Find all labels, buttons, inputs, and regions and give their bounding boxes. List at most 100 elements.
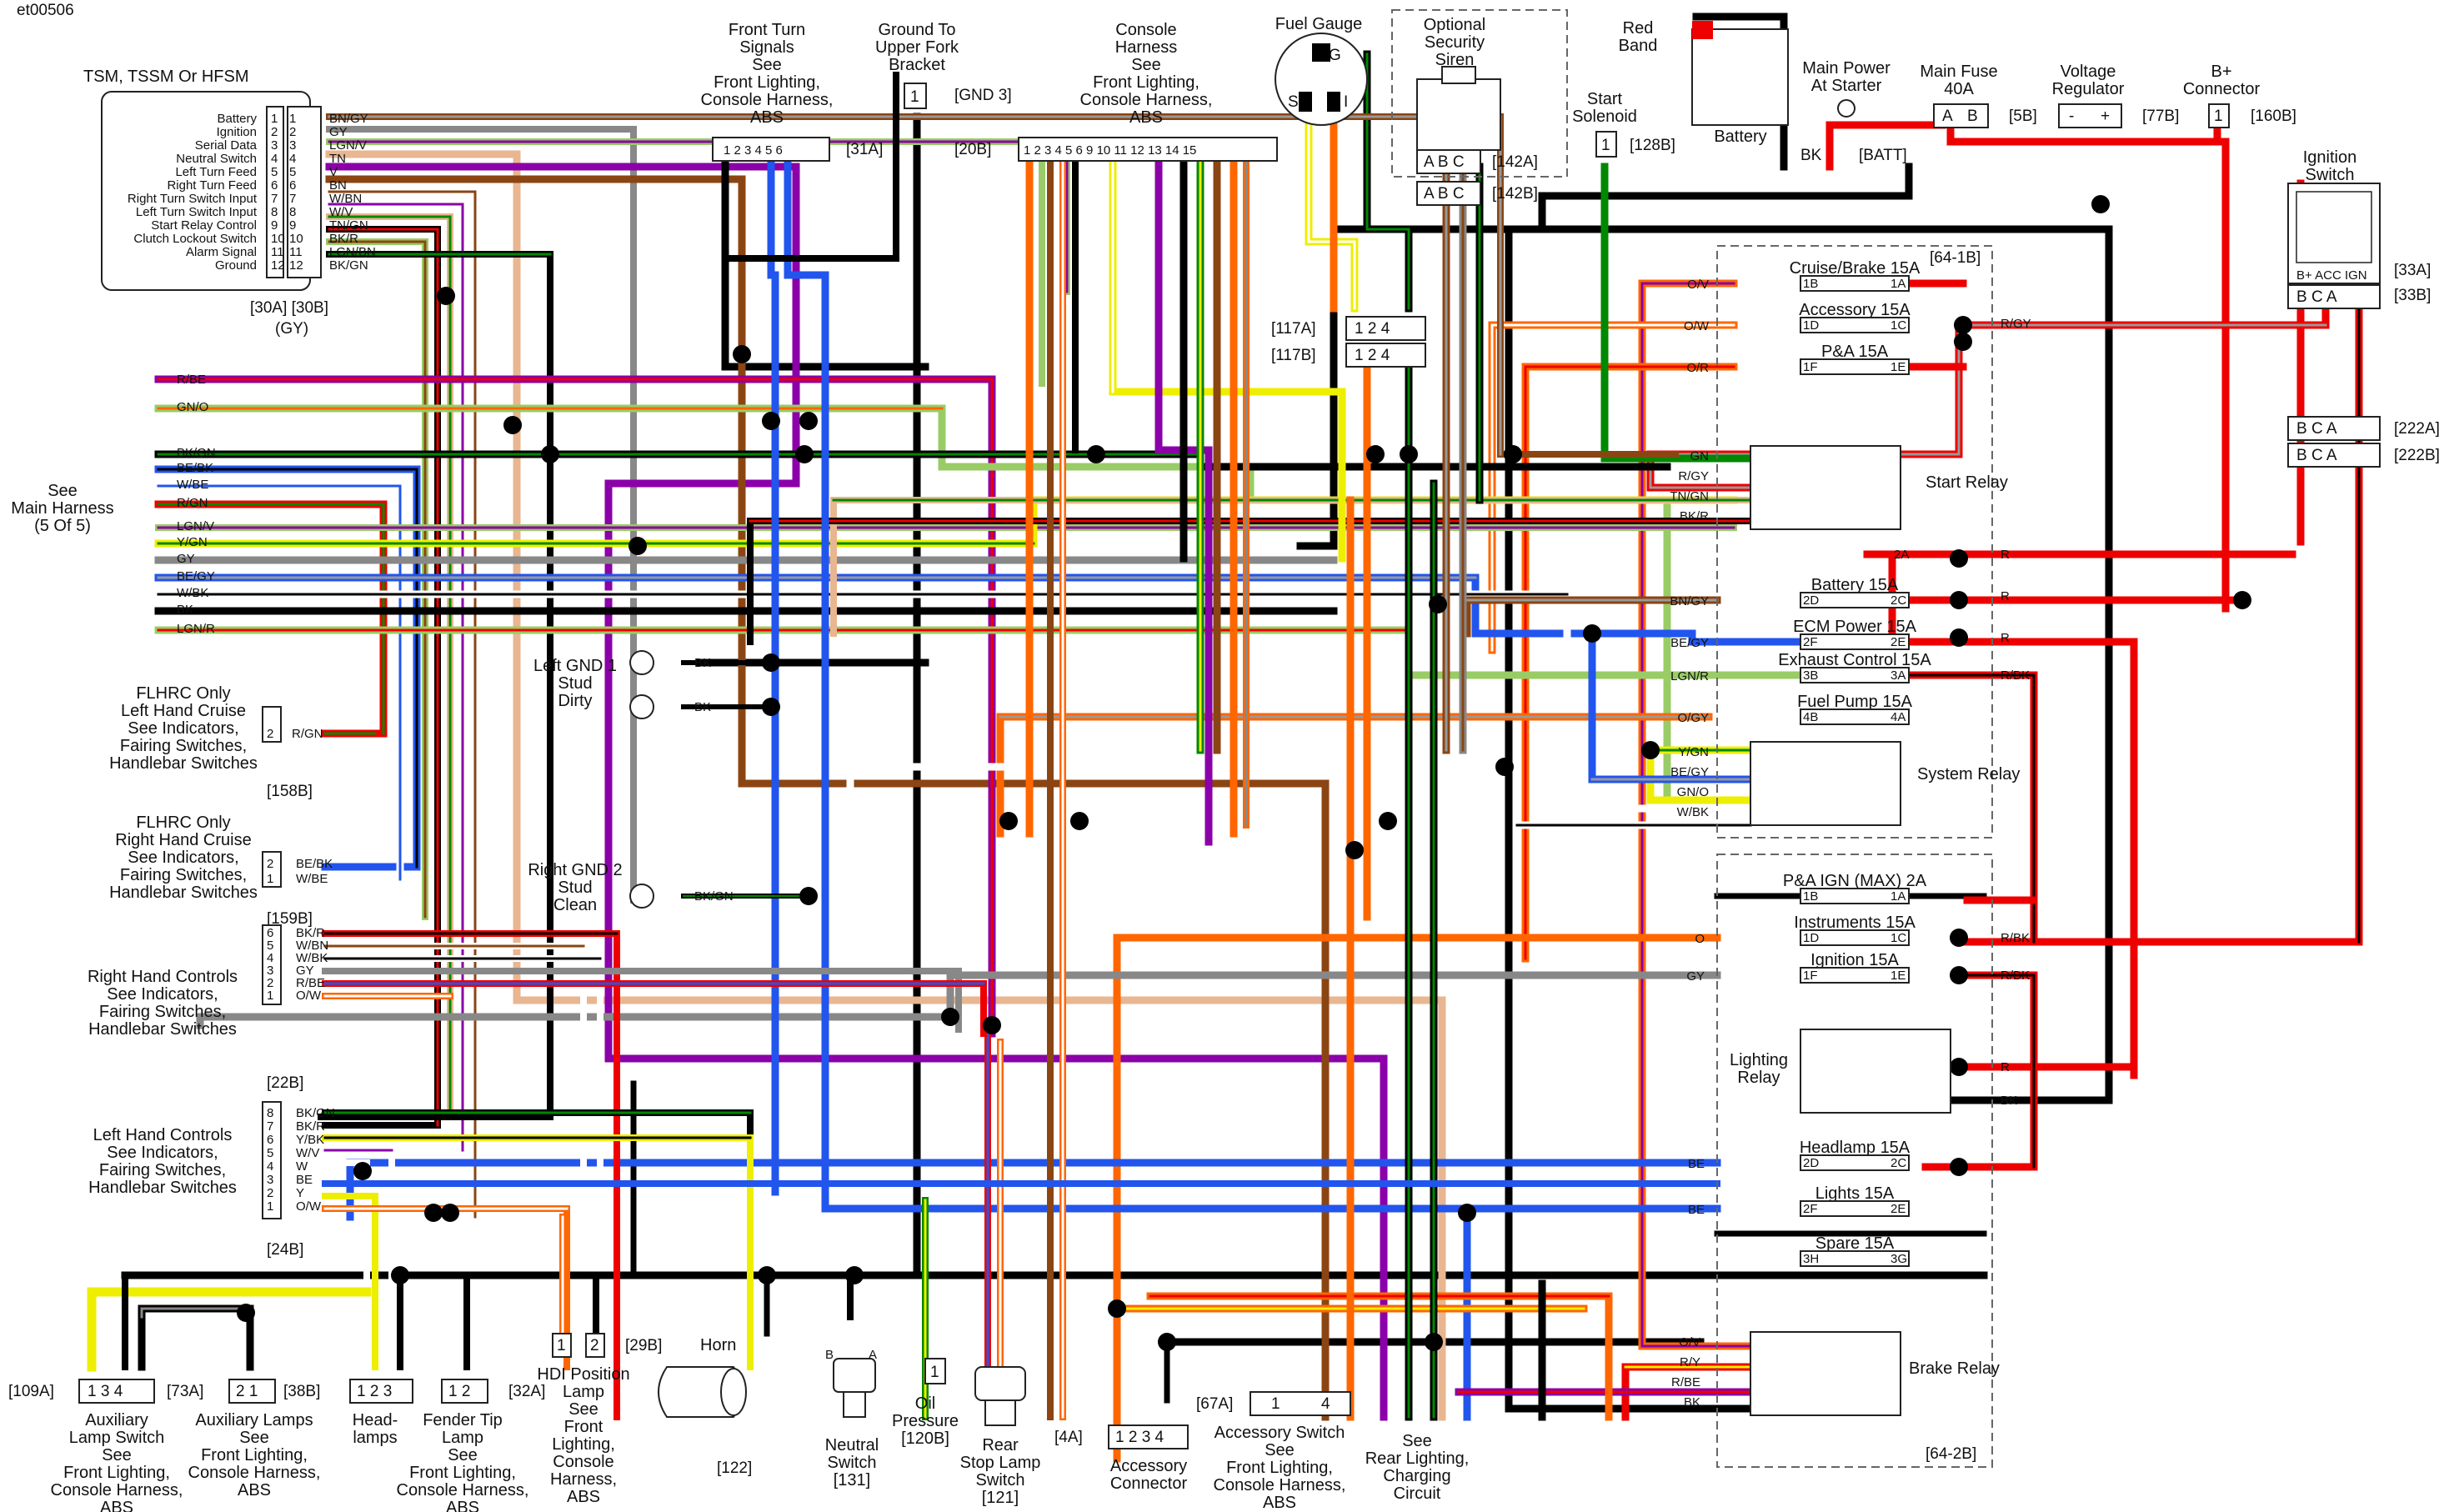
- svg-text:1: 1: [1271, 1395, 1280, 1413]
- tsm-title: TSM, TSSM Or HFSM: [83, 68, 249, 86]
- tsm-pin-number: 10: [289, 232, 303, 246]
- fuse-terminal: 1B: [1803, 889, 1818, 904]
- main-harness-wire: R/GN: [177, 496, 208, 510]
- fuse-terminal: 1D: [1803, 931, 1819, 945]
- fuse-right-wire: R: [2001, 1060, 2010, 1074]
- main-harness-wire: LGN/V: [177, 519, 214, 533]
- fuse-wire: O: [1695, 932, 1705, 946]
- fuse-name: Lights 15A: [1815, 1184, 1895, 1203]
- fuse-wire: O/GY: [1677, 711, 1709, 725]
- aux-switch-connector: [109A]: [8, 1383, 54, 1400]
- main-harness-wire: R/BE: [177, 373, 206, 387]
- brake-relay: Brake Relay: [1750, 1331, 2000, 1416]
- lhc-wire: BK/R: [296, 1119, 325, 1134]
- flhrc-left-connector: [158B]: [267, 783, 313, 800]
- fuse-right-wire: R: [2001, 589, 2010, 603]
- fuse-terminal: 1A: [1891, 277, 1906, 291]
- fuse-terminal: 3A: [1891, 668, 1906, 683]
- fuse-name: Instruments 15A: [1794, 914, 1916, 932]
- svg-text:1 2 4: 1 2 4: [1355, 320, 1390, 338]
- lhc-wire: Y/BK: [296, 1133, 324, 1147]
- aux-lamps-connector: [73A]: [167, 1383, 203, 1400]
- tsm-wire-color: BN/GY: [329, 112, 368, 126]
- tsm-wire-color: TN: [329, 152, 346, 166]
- svg-text:B C A: B C A: [2296, 420, 2337, 438]
- start-relay: Start Relay: [1750, 445, 2008, 530]
- tsm-pin-name: Ground: [215, 258, 257, 273]
- fuse-wire: O/V: [1687, 278, 1709, 292]
- svg-text:B: B: [825, 1348, 834, 1362]
- fuse-body: [1800, 317, 1910, 333]
- tsm-wire-color: LGN/V: [329, 138, 367, 153]
- connector-117: 1 2 4 1 2 4 [117A] [117B]: [1271, 316, 1426, 368]
- fuse-name: ECM Power 15A: [1793, 618, 1916, 636]
- lhc-pin: 8: [267, 1106, 273, 1120]
- svg-text:BK/GN: BK/GN: [694, 889, 734, 904]
- main-harness-wire: Y/GN: [177, 535, 208, 549]
- svg-text:BE/BK: BE/BK: [296, 857, 333, 871]
- fuse-body: [1800, 667, 1910, 683]
- tsm-connector-color: (GY): [275, 320, 308, 338]
- tsm-pin-name: Alarm Signal: [186, 245, 257, 259]
- fuse-terminal: 3G: [1891, 1252, 1907, 1266]
- fuel-gauge-title: Fuel Gauge: [1275, 15, 1363, 33]
- tsm-pin-name: Left Turn Switch Input: [136, 205, 258, 219]
- svg-text:1: 1: [930, 1364, 939, 1381]
- fuse-terminal: 2E: [1891, 1202, 1906, 1216]
- lhc-wire: Y: [296, 1186, 304, 1200]
- tsm-connector: [30A] [30B]: [250, 299, 328, 317]
- accessory-conn: [4A]: [1054, 1429, 1083, 1446]
- tsm-pin-number: 5: [289, 165, 296, 179]
- main-harness-wire: W/BK: [177, 586, 208, 600]
- rhc-wire: O/W: [296, 989, 322, 1003]
- svg-text:1: 1: [267, 872, 273, 886]
- horn: Horn [122]: [658, 1336, 752, 1477]
- c117-b: [117B]: [1271, 347, 1316, 364]
- rhc-wire: GY: [296, 964, 314, 978]
- svg-text:1: 1: [2214, 108, 2223, 125]
- svg-text:4: 4: [1321, 1395, 1330, 1413]
- tsm-pin-name: Clutch Lockout Switch: [133, 232, 257, 246]
- brake-relay-title: Brake Relay: [1909, 1359, 2000, 1378]
- fuse-wire: O/W: [1684, 319, 1710, 333]
- acc-switch-conn: [67A]: [1196, 1395, 1233, 1413]
- connector-222: B C A B C A [222A] [222B]: [2287, 416, 2440, 468]
- main-harness-wire: W/BE: [177, 478, 208, 492]
- svg-text:1: 1: [557, 1337, 566, 1354]
- lhc-pin: 5: [267, 1146, 273, 1160]
- tsm-pin-number: 4: [271, 152, 278, 166]
- relay-wire: O/V: [1679, 1335, 1700, 1349]
- fuse-wire: GY: [1686, 969, 1705, 984]
- console-connector: [20B]: [954, 141, 991, 158]
- front-turn-pins: 1 2 3 4 5 6: [724, 143, 783, 158]
- tsm-wire-color: TN/GN: [329, 218, 368, 233]
- rhc-pin: 2: [267, 976, 273, 990]
- lhc-pin: 1: [267, 1199, 273, 1214]
- tsm-pin-number: 5: [271, 165, 278, 179]
- svg-text:2 1: 2 1: [236, 1383, 258, 1400]
- c222-a: [222A]: [2394, 420, 2440, 438]
- tsm-pin-name: Start Relay Control: [151, 218, 257, 233]
- ground-fork-connector: [GND 3]: [954, 87, 1012, 104]
- tsm-pin-number: 4: [289, 152, 296, 166]
- svg-text:I: I: [1344, 93, 1348, 111]
- tsm-wire-color: W/BN: [329, 192, 362, 206]
